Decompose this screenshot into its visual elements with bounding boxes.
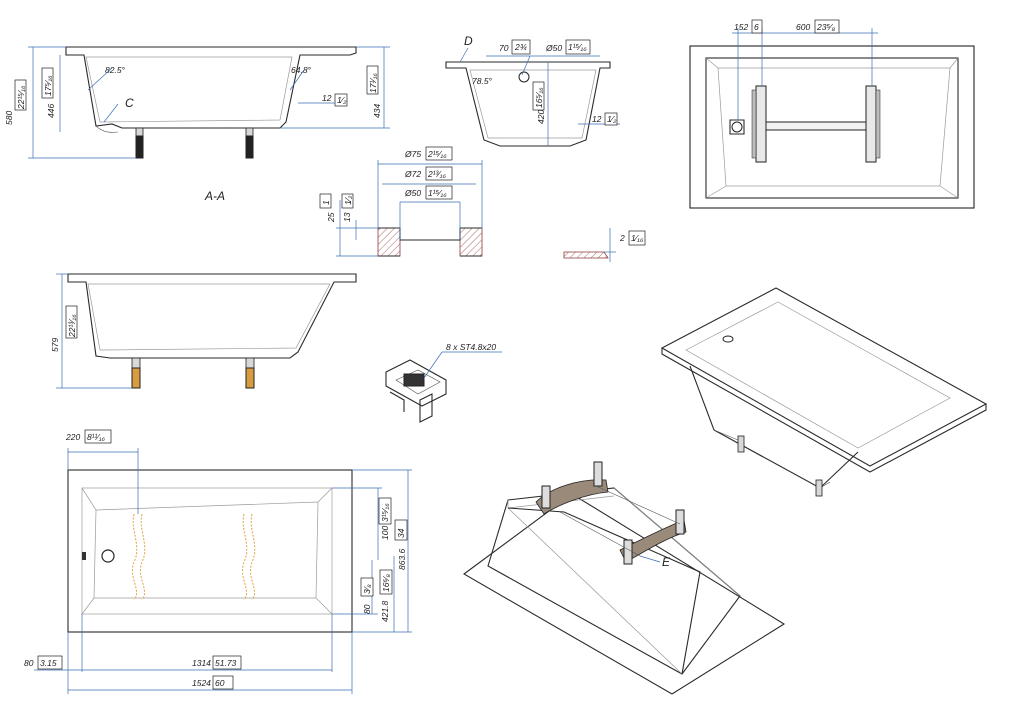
- dim-420-in: 16⁵⁄₁₆: [534, 87, 544, 108]
- dim-o72-in: 2¹³⁄₁₆: [427, 169, 446, 179]
- section-title: A-A: [204, 189, 225, 203]
- dim-rim-12-in: 1⁄₂: [337, 95, 347, 105]
- dim-70-in: 2¾: [514, 42, 527, 52]
- dim-863: 863.6: [397, 548, 407, 570]
- angle-left-label: 82.5°: [105, 65, 126, 75]
- dim-rim-d-in: 1⁄₂: [607, 114, 617, 124]
- angle-right-label: 64.8°: [291, 65, 312, 75]
- dim-1524-in: 60: [215, 678, 225, 688]
- dim-220-in: 8¹¹⁄₁₆: [87, 432, 105, 442]
- dim-863-in: 34: [396, 528, 406, 538]
- dim-100-in: 3¹⁵⁄₁₆: [380, 503, 390, 522]
- dim-o50-d-in: 1¹⁵⁄₁₆: [568, 42, 587, 52]
- dim-80: 80: [24, 658, 34, 668]
- frame-rail-right: [865, 85, 881, 163]
- frame-top-view: 152 6 600 23⁵⁄₈: [689, 19, 975, 209]
- dim-152-in: 6: [754, 22, 759, 32]
- plan-view: 220 8¹¹⁄₁₆ 863.6 34 100 3¹⁵⁄₁₆ 80 3⁄₈ 42…: [24, 429, 412, 694]
- screw-detail-view: 8 x ST4.8x20: [385, 342, 502, 423]
- detail-d-view: D 70 2¾ Ø50 1¹⁵⁄₁₆ 78.5° 420 16⁵⁄₁₆ 12 1…: [445, 34, 620, 147]
- dim-1314: 1314: [192, 658, 211, 668]
- dim-100: 100: [380, 526, 390, 540]
- dim-o50-drain: Ø50: [404, 188, 421, 198]
- dim-rim-d: 12: [592, 114, 602, 124]
- drain-detail-view: Ø75 2¹⁵⁄₁₆ Ø72 2¹³⁄₁₆ Ø50 1¹⁵⁄₁₆ 25 1 13…: [319, 146, 483, 257]
- dim-446: 446: [46, 104, 56, 118]
- isometric-underside-view: E: [462, 461, 786, 695]
- section-a-a-view: C 82.5° 64.8° 580 22¹⁵⁄₁₆ 446 17⁵⁄₁₆ 434…: [4, 46, 390, 203]
- dim-flange-2: 2: [619, 233, 625, 243]
- dim-70: 70: [499, 43, 509, 53]
- dim-434: 434: [372, 104, 382, 118]
- dim-420: 420: [536, 110, 546, 124]
- detail-e-label: E: [662, 555, 671, 569]
- dim-579-in: 22¹³⁄₁₆: [67, 314, 77, 338]
- dim-o75: Ø75: [404, 149, 421, 159]
- dim-580-in: 22¹⁵⁄₁₆: [16, 85, 26, 110]
- dim-o50-drain-in: 1¹⁵⁄₁₆: [428, 188, 447, 198]
- dim-579: 579: [50, 338, 60, 352]
- frame-rail-left: [751, 85, 767, 163]
- dim-220: 220: [65, 432, 80, 442]
- dim-25: 25: [326, 212, 336, 223]
- dim-421: 421.8: [380, 600, 390, 622]
- dim-434-in: 17¹⁄₁₆: [368, 73, 378, 93]
- screw-spec: 8 x ST4.8x20: [446, 342, 496, 352]
- dim-421-in: 16⁶⁄₈: [381, 574, 391, 592]
- dim-o72: Ø72: [404, 169, 421, 179]
- dim-600-in: 23⁵⁄₈: [816, 22, 835, 32]
- dim-152: 152: [734, 22, 748, 32]
- dim-600: 600: [796, 22, 810, 32]
- detail-c-label: C: [125, 96, 134, 110]
- detail-d-label: D: [464, 34, 473, 48]
- dim-rim-12: 12: [322, 93, 332, 103]
- frame-underside-right: [619, 509, 687, 565]
- flange-detail-view: 2 1⁄₁₆: [563, 228, 646, 262]
- dim-80v: 80: [362, 604, 372, 614]
- side-elevation-view: 579 22¹³⁄₁₆: [50, 273, 357, 389]
- frame-underside-left: [535, 461, 609, 515]
- isometric-tub-view: [660, 287, 988, 497]
- dim-13-in: 1⁄₂: [343, 195, 353, 205]
- dim-flange-2-in: 1⁄₁₆: [631, 233, 644, 243]
- dim-25-in: 1: [321, 200, 331, 205]
- dim-446-in: 17⁵⁄₁₆: [43, 75, 53, 96]
- dim-o75-in: 2¹⁵⁄₁₆: [427, 149, 447, 159]
- dim-1524: 1524: [192, 678, 211, 688]
- dim-80-in: 3.15: [40, 658, 57, 668]
- dim-angle-d: 78.5°: [472, 76, 493, 86]
- dim-1314-in: 51.73: [215, 658, 237, 668]
- dim-o50-d: Ø50: [545, 43, 562, 53]
- dim-13: 13: [342, 212, 352, 222]
- dim-80v-in: 3⁄₈: [362, 584, 372, 594]
- dim-580: 580: [4, 111, 14, 125]
